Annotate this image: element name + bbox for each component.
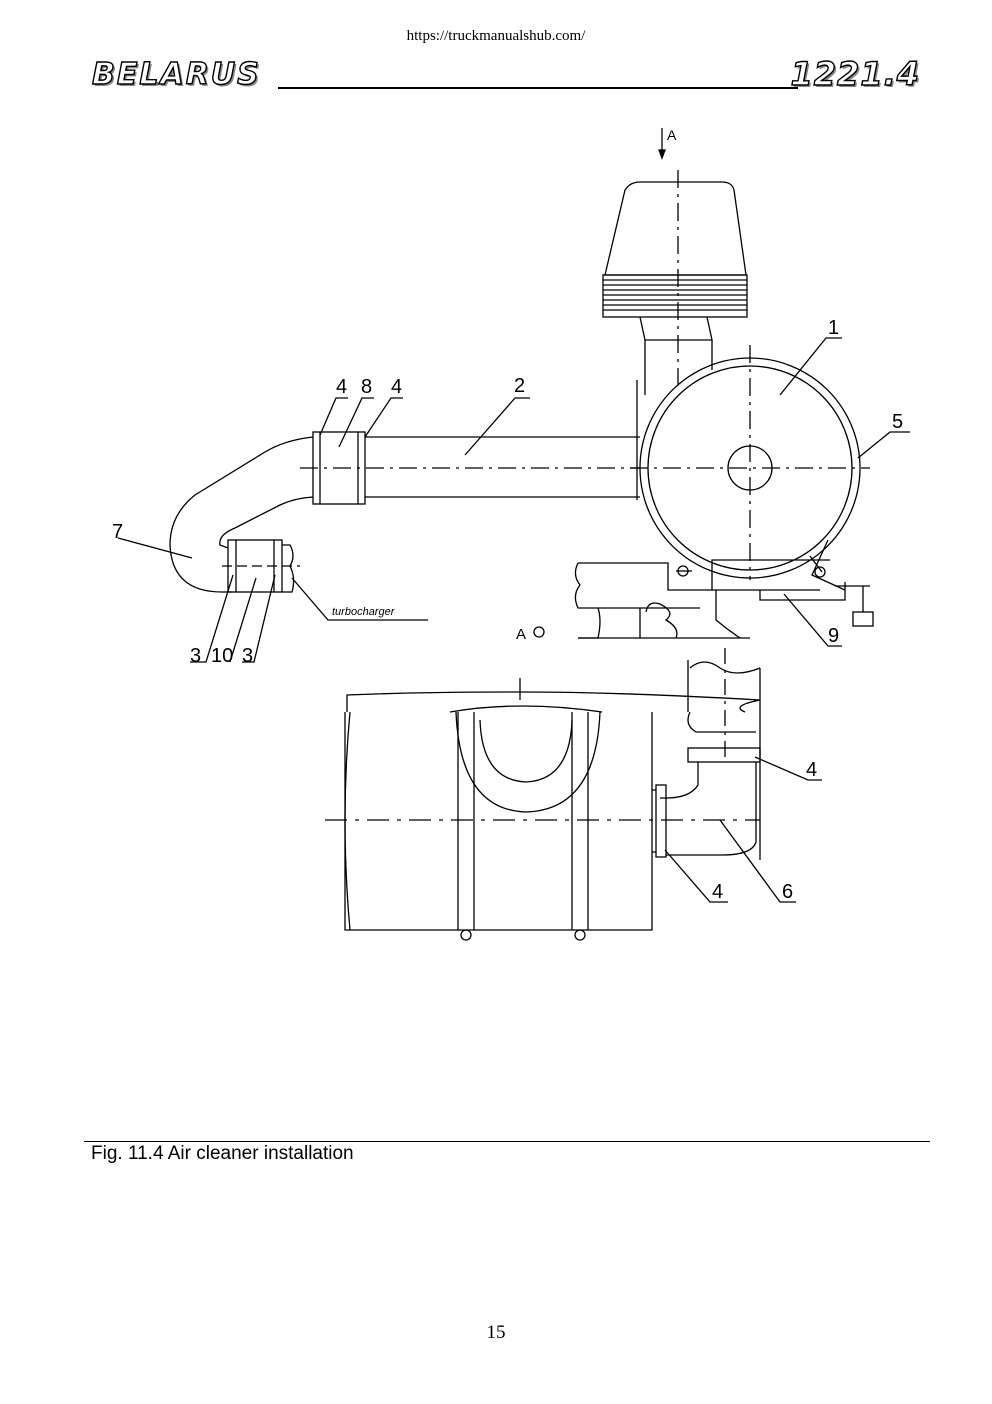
- callout-1: 1: [828, 317, 839, 339]
- callout-4-elbow-top: 4: [806, 759, 817, 781]
- source-url: https://truckmanualshub.com/: [406, 28, 586, 44]
- callout-leaders: [117, 337, 910, 903]
- header-rule: [278, 87, 798, 89]
- air-cleaner-housing: [630, 345, 870, 580]
- lower-view: [325, 648, 761, 941]
- callout-4-right: 4: [391, 376, 402, 398]
- view-marker-label: A: [516, 626, 526, 643]
- intake-pipe: [169, 431, 640, 593]
- model-number: 1221.4: [790, 54, 920, 93]
- callout-3-right: 3: [242, 645, 253, 667]
- figure-caption: Fig. 11.4 Air cleaner installation: [91, 1143, 354, 1164]
- callout-4-elbow-bottom: 4: [712, 881, 723, 903]
- callout-4-left: 4: [336, 376, 347, 398]
- page-number: 15: [486, 1322, 506, 1343]
- callout-6: 6: [782, 881, 793, 903]
- callout-labels: 1 2 4 8 4 5 7 3 10 3 turbocharger 9 4 4 …: [112, 317, 903, 903]
- view-marker: A: [516, 626, 545, 643]
- callout-2: 2: [514, 375, 525, 397]
- callout-5: 5: [892, 411, 903, 433]
- view-label: A: [667, 127, 677, 143]
- mounting-bracket: [574, 539, 874, 639]
- callout-10: 10: [211, 645, 233, 667]
- caption-rule: [84, 1141, 930, 1142]
- view-arrow: A: [658, 127, 677, 160]
- pre-cleaner: [602, 170, 748, 395]
- callout-3-left: 3: [190, 645, 201, 667]
- callout-9: 9: [828, 625, 839, 647]
- callout-7: 7: [112, 521, 123, 543]
- brand-logo: BELARUS: [91, 56, 261, 92]
- callout-8: 8: [361, 376, 372, 398]
- turbocharger-label: turbocharger: [332, 606, 396, 618]
